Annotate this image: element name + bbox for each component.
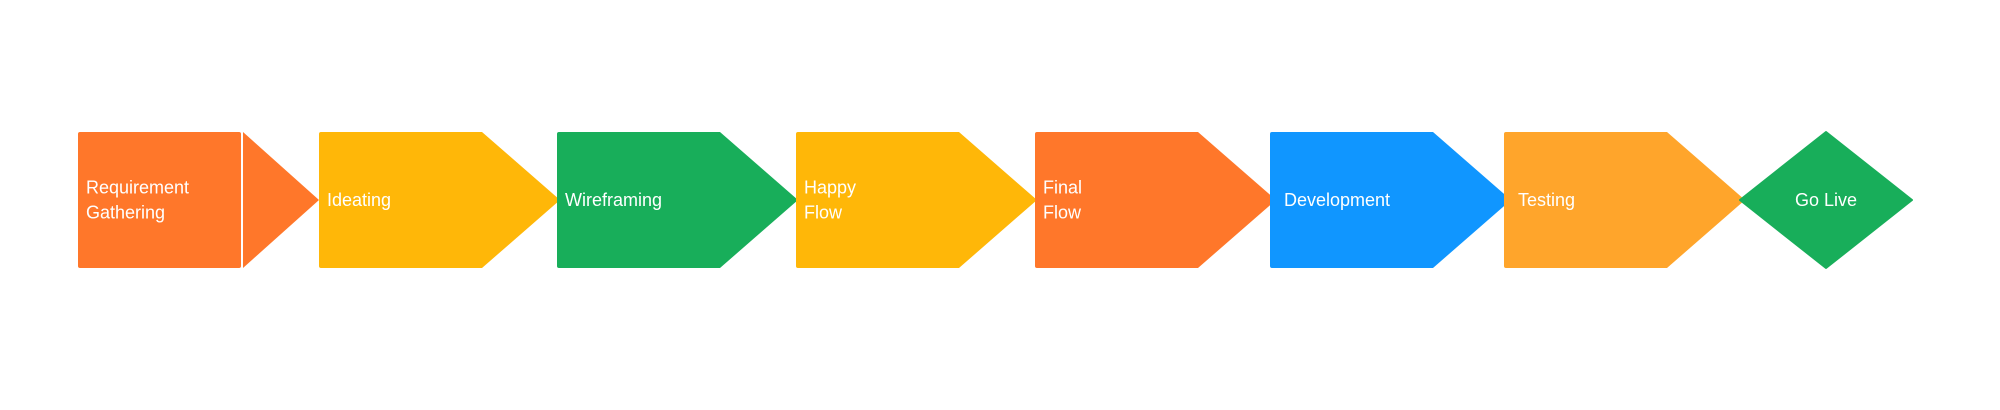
step-label-requirement-gathering: Gathering (86, 203, 165, 223)
step-go-live: Go Live (1739, 131, 1913, 269)
step-shape-requirement-gathering (78, 132, 241, 268)
step-ideating: Ideating (319, 132, 560, 268)
step-arrowhead-requirement-gathering (243, 132, 319, 268)
step-shape-go-live (1739, 131, 1913, 269)
step-shape-wireframing (557, 132, 798, 268)
step-shape-happy-flow (796, 132, 1037, 268)
step-wireframing: Wireframing (557, 132, 798, 268)
step-label-development: Development (1284, 190, 1390, 210)
step-label-happy-flow: Flow (804, 203, 843, 223)
step-shape-ideating (319, 132, 560, 268)
step-label-go-live: Go Live (1795, 190, 1857, 210)
step-label-wireframing: Wireframing (565, 190, 662, 210)
step-label-final-flow: Flow (1043, 203, 1082, 223)
step-label-testing: Testing (1518, 190, 1575, 210)
step-shape-development (1270, 132, 1511, 268)
step-label-ideating: Ideating (327, 190, 391, 210)
step-label-final-flow: Final (1043, 178, 1082, 198)
step-development: Development (1270, 132, 1511, 268)
step-shape-testing (1504, 132, 1745, 268)
step-shape-final-flow (1035, 132, 1276, 268)
step-testing: Testing (1504, 132, 1745, 268)
step-label-happy-flow: Happy (804, 178, 856, 198)
step-label-requirement-gathering: Requirement (86, 178, 189, 198)
